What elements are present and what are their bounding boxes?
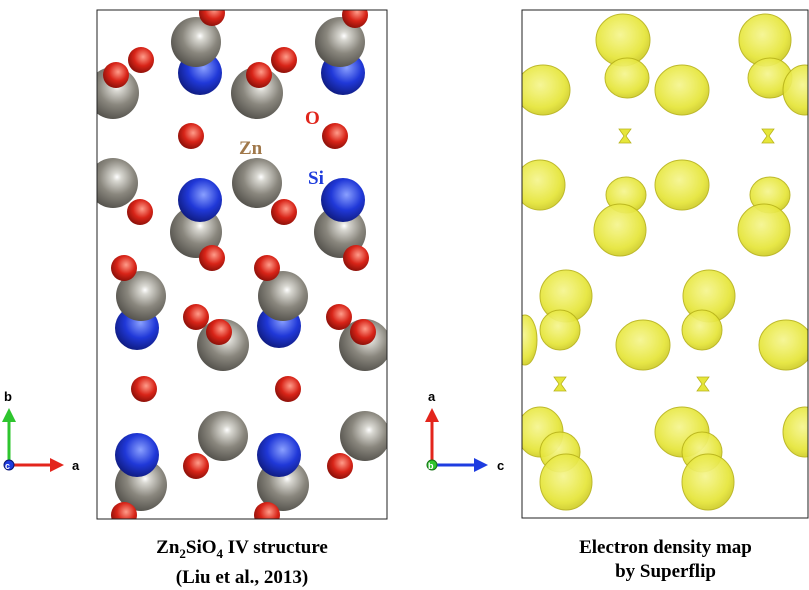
axis-c-label: c: [5, 461, 10, 471]
atom-layer: [97, 10, 387, 519]
structure-caption-line1: Zn2SiO4 IV structure: [156, 537, 328, 561]
density-blob: [758, 319, 808, 371]
density-caption: Electron density map by Superflip: [522, 536, 809, 584]
oxygen-atom: [199, 10, 225, 26]
silicon-atom: [257, 433, 301, 477]
oxygen-atom: [327, 453, 353, 479]
oxygen-atom: [350, 319, 376, 345]
density-small-peak: [696, 376, 710, 392]
zinc-atom: [340, 411, 387, 461]
oxygen-atom: [127, 199, 153, 225]
zinc-atom: [315, 17, 365, 67]
structure-caption-line2: (Liu et al., 2013): [175, 566, 309, 588]
oxygen-atom: [271, 47, 297, 73]
label-silicon: Si: [308, 168, 324, 189]
zinc-atom: [97, 158, 138, 208]
density-caption-line1: Electron density map: [579, 537, 752, 558]
axis-a-label: a: [72, 458, 80, 473]
oxygen-atom: [254, 502, 280, 519]
oxygen-atom: [183, 304, 209, 330]
axis-c-label-right: c: [497, 458, 504, 473]
oxygen-atom: [199, 245, 225, 271]
oxygen-atom: [271, 199, 297, 225]
zinc-atom: [116, 271, 166, 321]
oxygen-atom: [342, 10, 368, 28]
axis-b-label: b: [4, 389, 12, 404]
oxygen-atom: [111, 255, 137, 281]
density-cell-frame: [521, 9, 809, 519]
structure-caption: Zn2SiO4 IV structure (Liu et al., 2013): [97, 536, 387, 590]
oxygen-atom: [246, 62, 272, 88]
axis-b-dot-right: [426, 459, 438, 471]
density-blob: [522, 64, 571, 116]
silicon-atom: [115, 433, 159, 477]
density-panel: [521, 9, 809, 519]
zinc-atom: [198, 411, 248, 461]
oxygen-atom: [128, 47, 154, 73]
oxygen-atom: [206, 319, 232, 345]
density-blob: [654, 159, 710, 211]
density-caption-line2: by Superflip: [615, 561, 716, 582]
density-blob: [615, 319, 671, 371]
density-blob: [522, 314, 538, 366]
oxygen-atom: [322, 123, 348, 149]
axis-a-arrowhead: [50, 458, 64, 472]
oxygen-atom: [178, 123, 204, 149]
oxygen-atom: [103, 62, 129, 88]
density-blob: [782, 64, 808, 116]
density-axis-triad: a c b: [425, 389, 504, 473]
zinc-atom: [258, 271, 308, 321]
density-small-peak: [761, 128, 775, 144]
silicon-atom: [321, 178, 365, 222]
oxygen-atom: [275, 376, 301, 402]
oxygen-atom: [343, 245, 369, 271]
oxygen-atom: [183, 453, 209, 479]
density-blob: [737, 203, 791, 257]
oxygen-atom: [131, 376, 157, 402]
label-oxygen: O: [305, 108, 320, 129]
density-blob-layer: [522, 13, 808, 511]
density-small-peak: [553, 376, 567, 392]
density-blob: [681, 309, 723, 351]
oxygen-atom: [254, 255, 280, 281]
unit-cell-frame: [96, 9, 388, 520]
label-zinc: Zn: [239, 138, 263, 159]
axis-c-dot: [3, 459, 15, 471]
density-blob: [593, 203, 647, 257]
axis-c-arrowhead-right: [474, 458, 488, 472]
density-blob: [782, 406, 808, 458]
density-blob: [539, 309, 581, 351]
density-blob: [522, 159, 566, 211]
density-small-peak: [618, 128, 632, 144]
axis-b-arrowhead: [2, 408, 16, 422]
density-blob: [681, 453, 735, 511]
density-blob: [539, 453, 593, 511]
axis-a-arrowhead-right: [425, 408, 439, 422]
density-blob: [654, 64, 710, 116]
axis-a-label-right: a: [428, 389, 436, 404]
axis-b-label-right: b: [428, 461, 434, 471]
structure-axis-triad: b a c: [2, 389, 80, 473]
silicon-atom: [178, 178, 222, 222]
density-blob: [604, 57, 650, 99]
zinc-atom: [171, 17, 221, 67]
oxygen-atom: [326, 304, 352, 330]
structure-panel: O Zn Si: [96, 9, 388, 520]
oxygen-atom: [111, 502, 137, 519]
zinc-atom: [232, 158, 282, 208]
